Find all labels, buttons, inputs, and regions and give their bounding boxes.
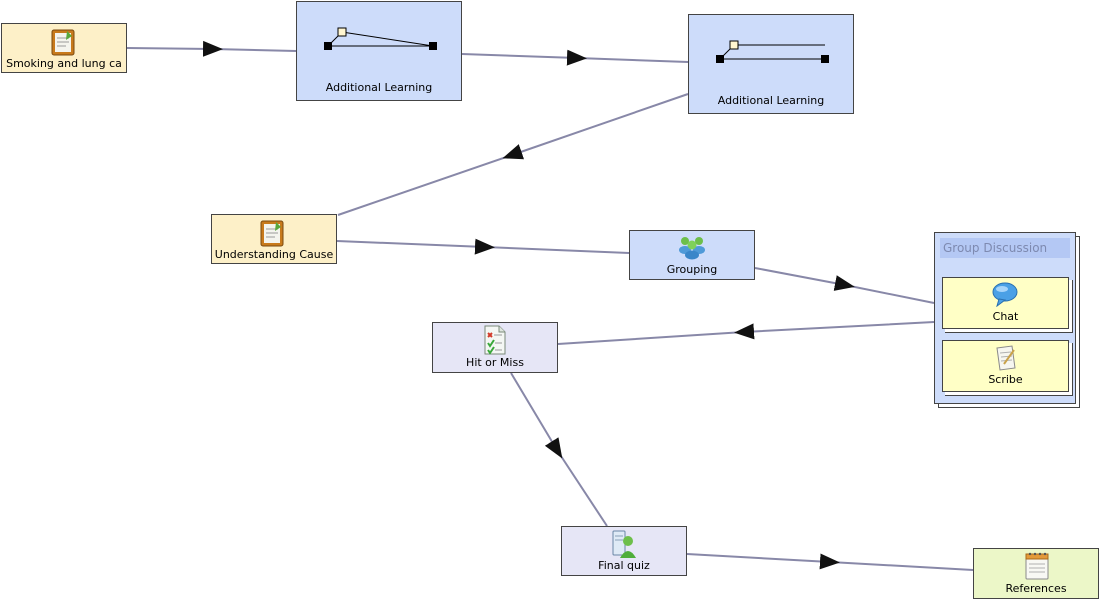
activity-grouping[interactable]: Grouping: [629, 230, 755, 280]
activity-smoking-and-lung-ca[interactable]: Smoking and lung ca: [1, 23, 127, 73]
activity-label: Hit or Miss: [466, 356, 524, 369]
transition-grouping-to-groupdiscussion[interactable]: [754, 267, 935, 304]
activity-label: Final quiz: [598, 559, 650, 572]
subactivity-chat[interactable]: Chat: [942, 277, 1069, 329]
people-group-icon: [679, 237, 705, 260]
group-discussion-title-bar: Group Discussion: [940, 238, 1070, 258]
speech-bubble-icon: [992, 282, 1018, 307]
group-discussion-title: Group Discussion: [943, 241, 1048, 255]
activity-label: Understanding Cause: [214, 248, 334, 261]
parallel-group-discussion[interactable]: Group Discussion Chat Scribe: [934, 232, 1076, 404]
activity-additional-learning-1[interactable]: Additional Learning: [296, 1, 462, 101]
checklist-icon: [484, 325, 506, 355]
transition-groupdiscussion-to-hitmiss[interactable]: [557, 321, 935, 345]
transition-finalquiz-to-references[interactable]: [686, 553, 974, 571]
activity-hit-or-miss[interactable]: Hit or Miss: [432, 322, 558, 373]
activity-final-quiz[interactable]: Final quiz: [561, 526, 687, 576]
activity-additional-learning-2[interactable]: Additional Learning: [688, 14, 854, 114]
activity-label: Grouping: [666, 263, 718, 276]
branching-icon: [324, 27, 437, 50]
scribe-paper-icon: [996, 345, 1016, 371]
transition-understanding-to-grouping[interactable]: [336, 238, 630, 255]
subactivity-scribe[interactable]: Scribe: [942, 340, 1069, 392]
activity-references[interactable]: References: [973, 548, 1099, 599]
subactivity-label: Scribe: [988, 373, 1023, 386]
activity-understanding-cause[interactable]: Understanding Cause: [211, 214, 337, 264]
transition-additional2-to-understanding[interactable]: [337, 93, 689, 216]
transition-hitmiss-to-finalquiz[interactable]: [510, 372, 608, 527]
activity-label: Additional Learning: [325, 81, 433, 94]
activity-label: Smoking and lung ca: [6, 57, 122, 70]
subactivity-label: Chat: [992, 310, 1019, 323]
notebook-icon: [260, 220, 284, 247]
notepad-icon: [1025, 552, 1049, 580]
transition-smoking-to-additional1[interactable]: [126, 40, 297, 57]
notebook-icon: [51, 29, 75, 56]
activity-label: References: [1005, 582, 1067, 595]
branching-icon: [716, 40, 829, 63]
quiz-person-icon: [612, 530, 636, 558]
activity-label: Additional Learning: [717, 94, 825, 107]
transition-additional1-to-additional2[interactable]: [461, 49, 689, 66]
